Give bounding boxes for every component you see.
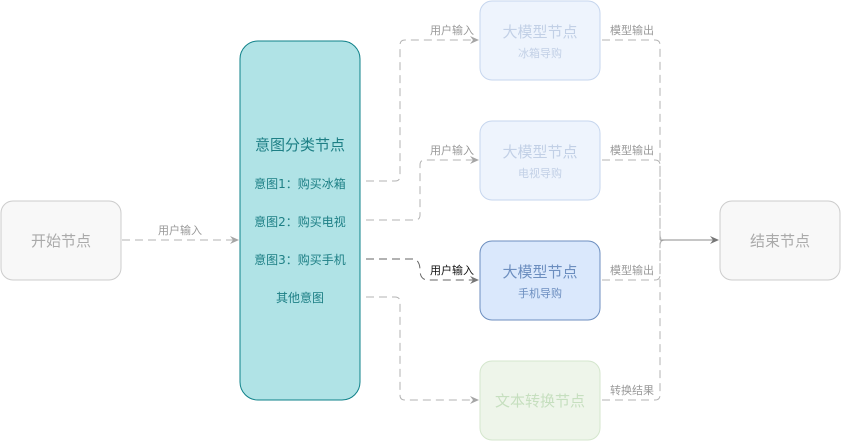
classifier-title: 意图分类节点 bbox=[255, 136, 345, 154]
edge-label: 模型输出 bbox=[610, 23, 654, 37]
edge-label: 转换结果 bbox=[610, 383, 654, 397]
llm-node-title: 大模型节点 bbox=[502, 143, 577, 161]
edge-label: 模型输出 bbox=[610, 263, 654, 277]
llm-node-fridge[interactable]: 大模型节点 冰箱导购 bbox=[479, 0, 601, 81]
edge-label: 模型输出 bbox=[610, 143, 654, 157]
text-node-title: 文本转换节点 bbox=[495, 392, 585, 410]
edge-label: 用户输入 bbox=[158, 223, 202, 237]
intent-item-2: 意图2：购买电视 bbox=[254, 214, 346, 229]
llm-node-tv[interactable]: 大模型节点 电视导购 bbox=[479, 120, 601, 201]
start-node-label: 开始节点 bbox=[31, 232, 91, 250]
edge-to-text-node[interactable] bbox=[366, 296, 479, 404]
llm-node-subtitle: 电视导购 bbox=[518, 166, 562, 180]
edge-to-llm3[interactable]: 用户输入 bbox=[366, 258, 479, 284]
edge-start-to-classifier[interactable]: 用户输入 bbox=[122, 223, 239, 244]
text-conversion-node[interactable]: 文本转换节点 bbox=[479, 360, 601, 441]
edge-llm2-out[interactable]: 模型输出 bbox=[602, 143, 661, 240]
llm-node-title: 大模型节点 bbox=[502, 23, 577, 41]
edge-label: 用户输入 bbox=[430, 143, 474, 157]
edge-to-llm2[interactable]: 用户输入 bbox=[366, 143, 479, 221]
intent-classifier-node[interactable]: 意图分类节点 意图1：购买冰箱 意图2：购买电视 意图3：购买手机 其他意图 bbox=[239, 40, 361, 401]
llm-node-subtitle: 手机导购 bbox=[518, 286, 562, 300]
llm-node-title: 大模型节点 bbox=[502, 263, 577, 281]
llm-node-subtitle: 冰箱导购 bbox=[518, 46, 562, 60]
intent-item-other: 其他意图 bbox=[276, 290, 324, 305]
edge-llm1-out[interactable]: 模型输出 bbox=[602, 23, 666, 241]
intent-item-1: 意图1：购买冰箱 bbox=[254, 176, 346, 191]
end-node[interactable]: 结束节点 bbox=[719, 200, 841, 281]
intent-item-3: 意图3：购买手机 bbox=[254, 252, 346, 267]
end-node-label: 结束节点 bbox=[750, 232, 810, 250]
edge-to-llm1[interactable]: 用户输入 bbox=[366, 23, 479, 182]
edge-label: 用户输入 bbox=[430, 23, 474, 37]
edge-label: 用户输入 bbox=[430, 263, 474, 277]
edge-llm3-out[interactable]: 模型输出 bbox=[602, 239, 666, 281]
edge-text-out[interactable]: 转换结果 bbox=[602, 239, 666, 401]
llm-node-phone[interactable]: 大模型节点 手机导购 bbox=[479, 240, 601, 321]
start-node[interactable]: 开始节点 bbox=[0, 200, 122, 281]
